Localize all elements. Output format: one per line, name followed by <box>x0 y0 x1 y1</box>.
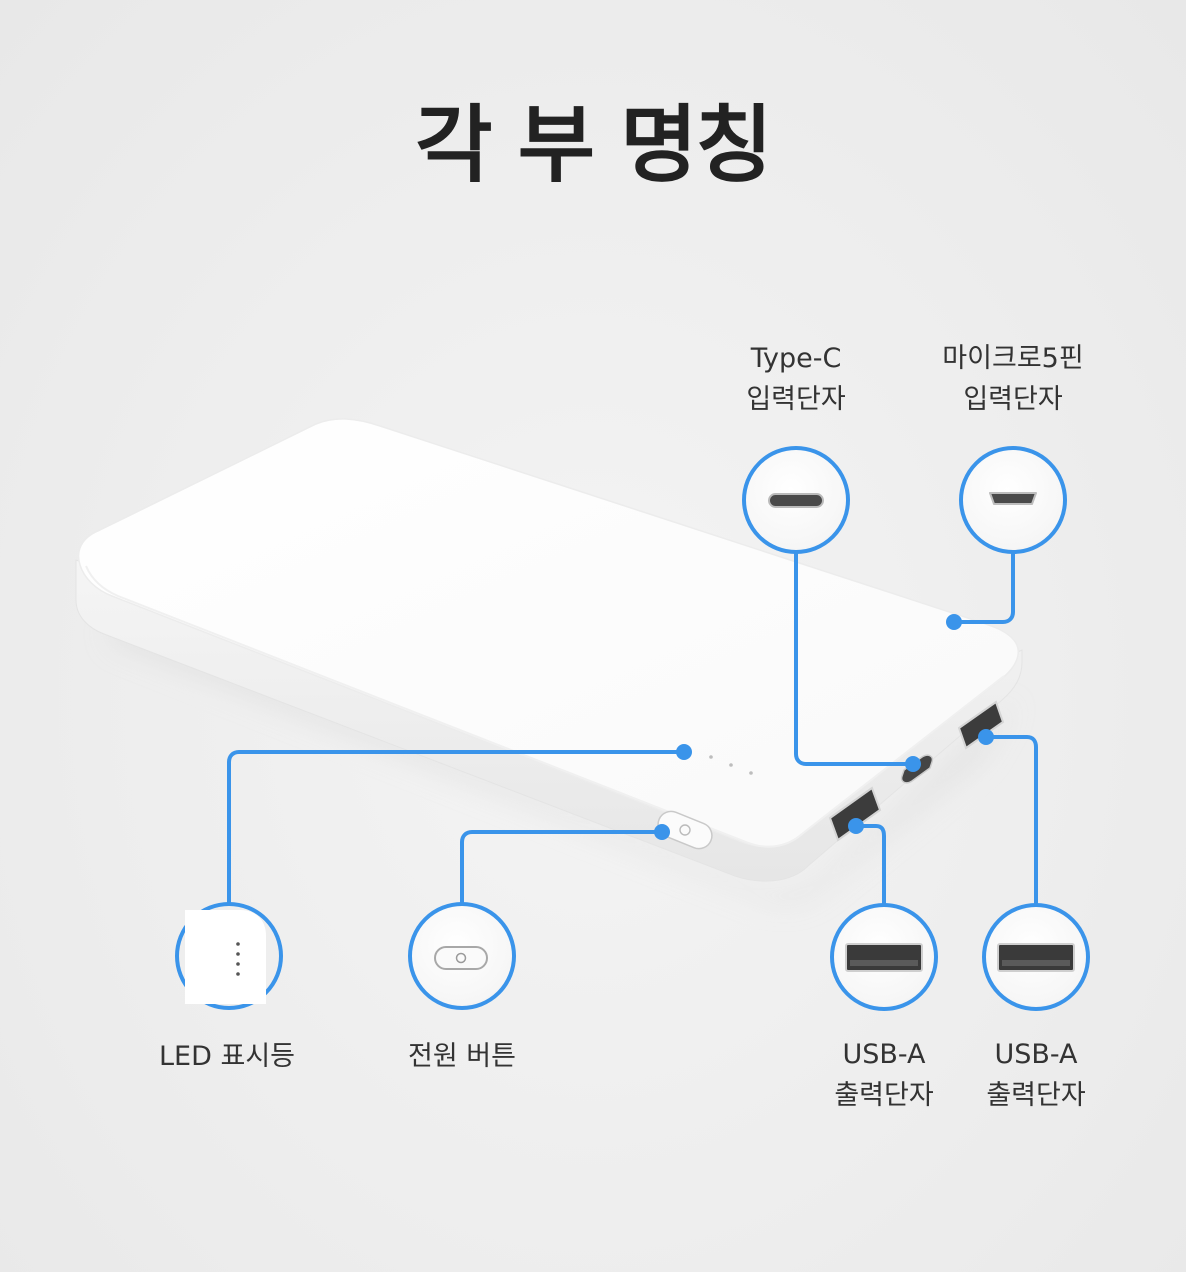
label-line: 출력단자 <box>834 1080 934 1111</box>
usb-a-port-icon <box>997 943 1075 972</box>
zoom-circle-type-c <box>742 446 850 554</box>
label-led-indicator: LED 표시등 <box>127 1036 327 1077</box>
leader-line-type-c <box>794 550 915 766</box>
label-micro5pin-input: 마이크로5핀 입력단자 <box>903 338 1123 420</box>
power-bank-device <box>75 418 1023 903</box>
power-button-icon <box>434 946 488 970</box>
label-usb-a-output-1: USB-A 출력단자 <box>789 1034 979 1116</box>
leader-lines <box>227 550 1038 907</box>
usb-c-port-icon <box>768 493 824 508</box>
led-dots-icon <box>709 755 753 775</box>
micro-usb-port-icon <box>989 492 1037 505</box>
label-line: USB-A <box>842 1039 926 1070</box>
zoom-circle-usb-a-1 <box>830 903 938 1011</box>
label-line: 마이크로5핀 <box>942 343 1084 374</box>
label-line: 출력단자 <box>986 1080 1086 1111</box>
usb-a-port-icon <box>845 943 923 972</box>
label-line: USB-A <box>994 1039 1078 1070</box>
leader-line-led <box>227 750 686 907</box>
label-line: LED 표시등 <box>159 1041 295 1072</box>
label-usb-a-output-2: USB-A 출력단자 <box>941 1034 1131 1116</box>
label-type-c-input: Type-C 입력단자 <box>696 338 896 420</box>
page-title: 각 부 명칭 <box>415 96 773 194</box>
label-line: 입력단자 <box>746 384 846 415</box>
label-line: Type-C <box>750 343 842 374</box>
led-dots-icon <box>236 942 240 976</box>
label-line: 입력단자 <box>963 384 1063 415</box>
zoom-circle-led <box>175 902 283 1010</box>
label-power-button: 전원 버튼 <box>362 1036 562 1077</box>
leader-line-usb-a-2 <box>984 735 1038 907</box>
label-line: 전원 버튼 <box>408 1041 516 1072</box>
usb-a-port-icon <box>828 700 1005 842</box>
zoom-circle-power <box>408 902 516 1010</box>
zoom-circle-usb-a-2 <box>982 903 1090 1011</box>
leader-line-power <box>460 830 664 907</box>
power-button-icon[interactable] <box>654 807 716 852</box>
leader-dots <box>654 614 994 840</box>
leader-line-usb-a-1 <box>854 824 886 907</box>
leader-line-micro5pin <box>952 552 1015 624</box>
zoom-circle-micro5pin <box>959 446 1067 554</box>
